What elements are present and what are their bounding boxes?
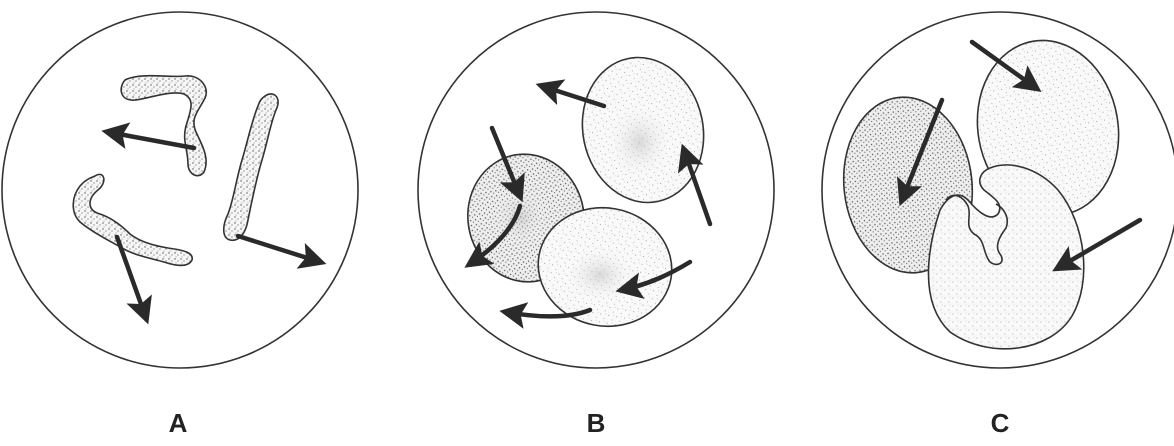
panel-a: A xyxy=(2,12,358,438)
round-cell-1-core xyxy=(606,98,674,178)
panel-c: C xyxy=(822,12,1174,438)
panel-b: B xyxy=(418,12,774,438)
round-cell-3-core xyxy=(562,242,638,302)
panel-label-c: C xyxy=(991,408,1010,438)
panel-label-a: A xyxy=(169,408,188,438)
petri-dish-a xyxy=(2,12,358,368)
panel-label-b: B xyxy=(587,408,606,438)
